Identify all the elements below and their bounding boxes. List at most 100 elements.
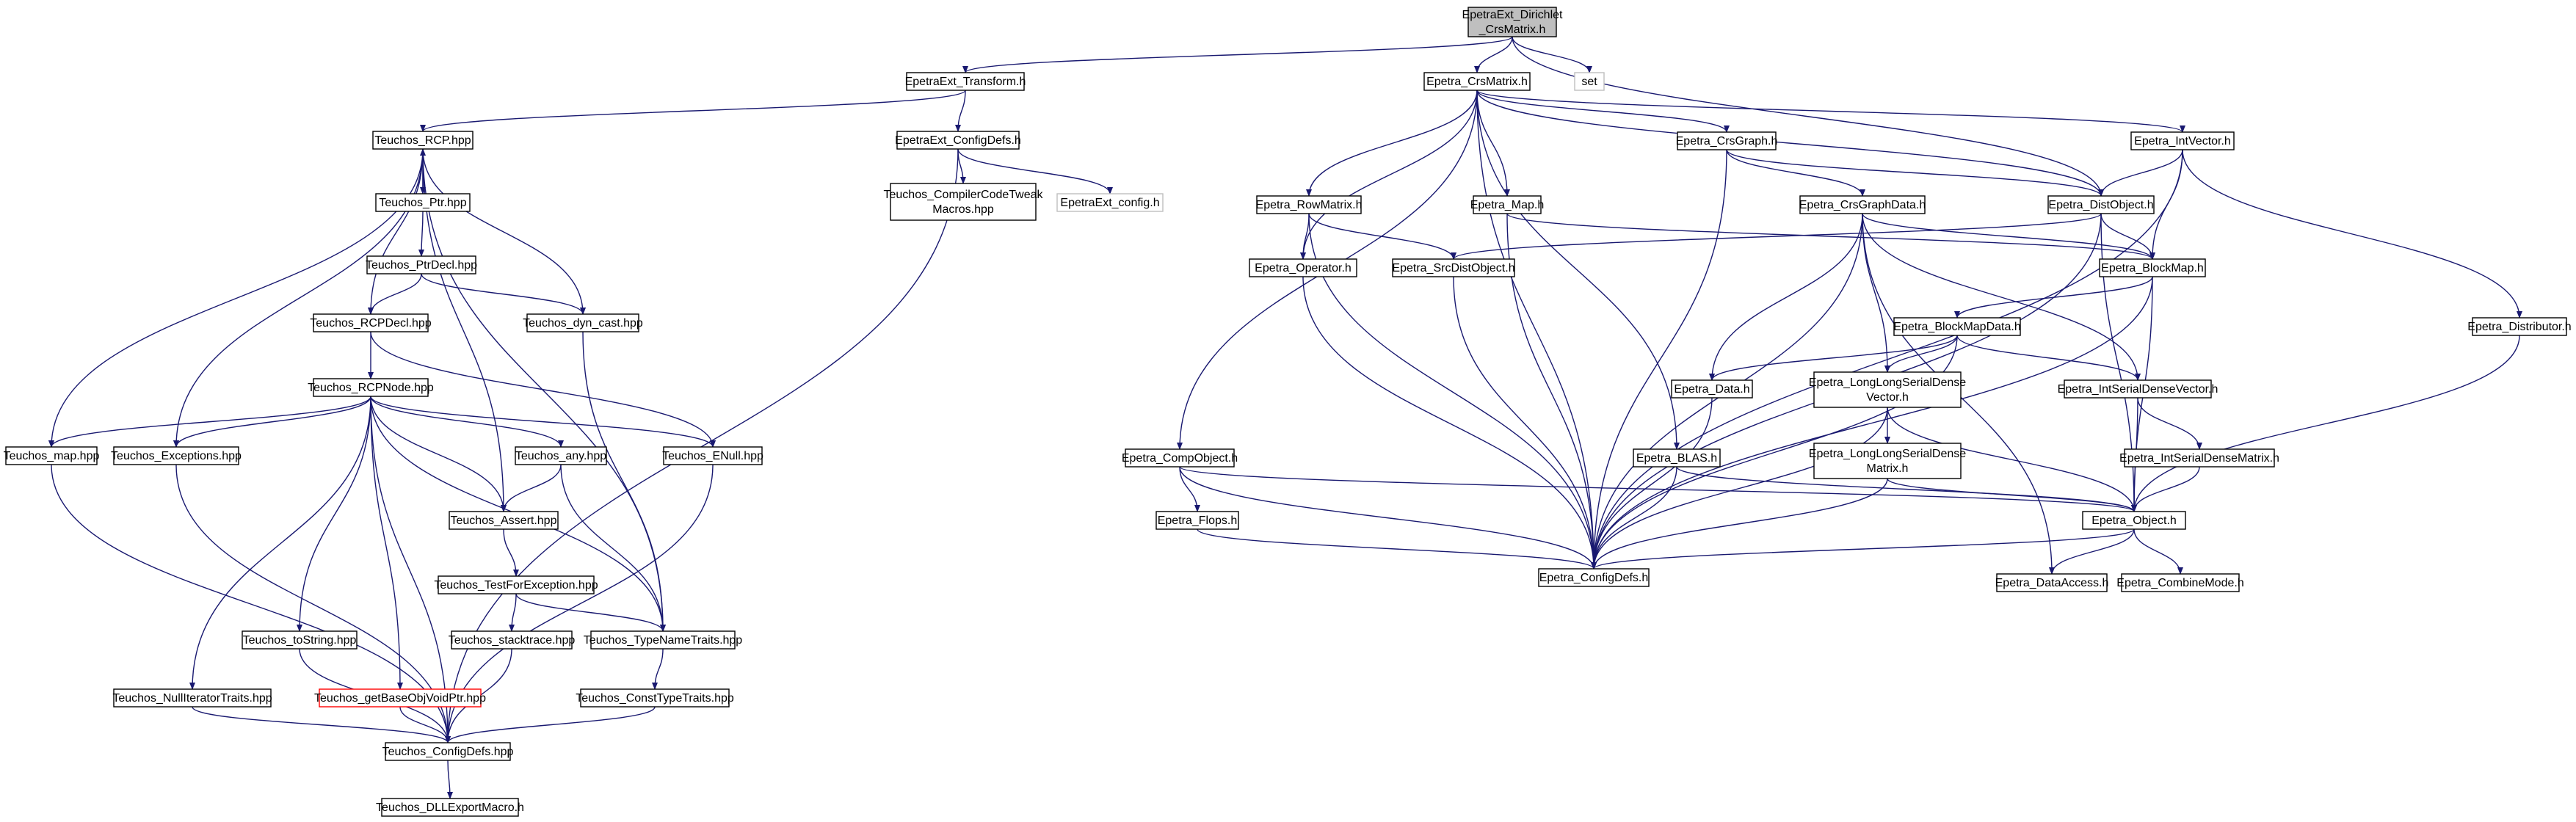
edge-blockmap-to-e_configdefs <box>1591 276 2153 570</box>
graph-node-label: Matrix.h <box>1867 462 1909 475</box>
graph-node-teuchos-ptr-hpp[interactable]: Teuchos_Ptr.hpp <box>375 193 471 212</box>
graph-node-label: Epetra_BLAS.h <box>1636 452 1717 465</box>
graph-node-box <box>372 131 474 150</box>
graph-node-epetra-map-h[interactable]: Epetra_Map.h <box>1470 195 1545 214</box>
edge-ptr-to-ptrdecl <box>418 211 425 257</box>
graph-node-epetra-blockmapdata-h[interactable]: Epetra_BlockMapData.h <box>1893 317 2021 336</box>
nodes-layer: EpetraExt_Dirichlet_CrsMatrix.hEpetraExt… <box>4 7 2572 817</box>
graph-node-label: Teuchos_toString.hpp <box>243 634 357 647</box>
graph-node-box <box>580 688 730 708</box>
graph-node-box <box>242 630 358 650</box>
graph-node-box <box>890 183 1037 221</box>
graph-node-epetra-intserialdensematrix-h[interactable]: Epetra_IntSerialDenseMatrix.h <box>2119 448 2279 468</box>
graph-node-box <box>438 575 595 594</box>
graph-node-epetra-dataaccess-h[interactable]: Epetra_DataAccess.h <box>1995 573 2109 592</box>
graph-node-teuchos-assert-hpp[interactable]: Teuchos_Assert.hpp <box>449 511 559 530</box>
graph-node-teuchos-configdefs-hpp[interactable]: Teuchos_ConfigDefs.hpp <box>382 742 514 761</box>
graph-node-epetra-distobject-h[interactable]: Epetra_DistObject.h <box>2047 195 2155 214</box>
graph-node-teuchos-exceptions-hpp[interactable]: Teuchos_Exceptions.hpp <box>111 446 242 465</box>
graph-node-epetra-configdefs-h[interactable]: Epetra_ConfigDefs.h <box>1538 568 1650 587</box>
graph-node-epetraext-configdefs-h[interactable]: EpetraExt_ConfigDefs.h <box>895 131 1021 150</box>
edge-crsmatrix-to-blas <box>1476 90 1680 450</box>
graph-node-teuchos-rcpdecl-hpp[interactable]: Teuchos_RCPDecl.hpp <box>310 313 432 332</box>
graph-node-box <box>313 313 429 332</box>
edge-testforexc-to-typenametraits <box>515 593 666 632</box>
graph-node-label: Epetra_LongLongSerialDense <box>1809 448 1966 460</box>
graph-node-teuchos-rcpnode-hpp[interactable]: Teuchos_RCPNode.hpp <box>308 378 434 397</box>
graph-node-box <box>366 255 476 274</box>
graph-node-label: Epetra_CompObject.h <box>1122 452 1238 465</box>
graph-node-epetra-compobject-h[interactable]: Epetra_CompObject.h <box>1122 448 1238 468</box>
graph-node-label: Epetra_Data.h <box>1674 383 1749 396</box>
graph-node-epetra-crsmatrix-h[interactable]: Epetra_CrsMatrix.h <box>1423 72 1531 91</box>
graph-node-label: Epetra_DistObject.h <box>2048 199 2153 211</box>
graph-node-label: Epetra_CrsMatrix.h <box>1426 76 1528 88</box>
graph-node-box <box>1799 195 1926 214</box>
graph-node-label: EpetraExt_config.h <box>1060 197 1159 209</box>
graph-node-label: Teuchos_stacktrace.hpp <box>449 634 576 647</box>
graph-node-epetra-blas-h[interactable]: Epetra_BLAS.h <box>1633 448 1721 468</box>
graph-node-epetra-rowmatrix-h[interactable]: Epetra_RowMatrix.h <box>1256 195 1363 214</box>
graph-node-box <box>515 446 607 465</box>
graph-node-teuchos-tostring-hpp[interactable]: Teuchos_toString.hpp <box>242 630 358 650</box>
graph-node-label: Teuchos_Assert.hpp <box>451 514 557 527</box>
edge-crsgraphdata-to-data <box>1709 213 1863 381</box>
graph-node-label: Teuchos_DLLExportMacro.h <box>376 801 524 814</box>
graph-node-epetra-srcdistobject-h[interactable]: Epetra_SrcDistObject.h <box>1392 258 1515 277</box>
edge-map_h-to-blockmap <box>1506 213 2155 260</box>
graph-node-teuchos-getbaseobjvoidptr-hpp[interactable]: Teuchos_getBaseObjVoidPtr.hpp <box>314 688 486 708</box>
graph-node-teuchos-testforexception-hpp[interactable]: Teuchos_TestForException.hpp <box>434 575 598 594</box>
graph-node-epetra-combinemode-h[interactable]: Epetra_CombineMode.h <box>2116 573 2244 592</box>
graph-node-epetra-distributor-h[interactable]: Epetra_Distributor.h <box>2467 317 2572 336</box>
graph-node-teuchos-nulliteratortraits-hpp[interactable]: Teuchos_NullIteratorTraits.hpp <box>112 688 272 708</box>
graph-node-epetra-object-h[interactable]: Epetra_Object.h <box>2082 511 2186 530</box>
graph-node-epetra-crsgraph-h[interactable]: Epetra_CrsGraph.h <box>1676 131 1778 150</box>
graph-node-box <box>1813 371 1962 408</box>
graph-node-teuchos-ptrdecl-hpp[interactable]: Teuchos_PtrDecl.hpp <box>366 255 477 274</box>
graph-node-teuchos-map-hpp[interactable]: Teuchos_map.hpp <box>4 446 100 465</box>
graph-node-label: set <box>1581 76 1597 88</box>
edge-any-to-typenametraits <box>560 464 666 632</box>
graph-node-teuchos-rcp-hpp[interactable]: Teuchos_RCP.hpp <box>372 131 474 150</box>
graph-node-epetra-blockmap-h[interactable]: Epetra_BlockMap.h <box>2099 258 2206 277</box>
graph-node-teuchos-any-hpp[interactable]: Teuchos_any.hpp <box>515 446 607 465</box>
edge-root-to-crsmatrix <box>1474 36 1513 73</box>
graph-node-epetra-crsgraphdata-h[interactable]: Epetra_CrsGraphData.h <box>1799 195 1926 214</box>
graph-node-teuchos-enull-hpp[interactable]: Teuchos_ENull.hpp <box>662 446 763 465</box>
graph-node-label: Epetra_LongLongSerialDense <box>1809 377 1966 389</box>
graph-node-box <box>1671 379 1753 399</box>
edge-rcpnode-to-tostring <box>297 396 371 632</box>
graph-node-teuchos-stacktrace-hpp[interactable]: Teuchos_stacktrace.hpp <box>449 630 576 650</box>
graph-node-epetraext-config-h[interactable]: EpetraExt_config.h <box>1056 193 1164 212</box>
graph-node-box <box>1677 131 1777 150</box>
graph-node-epetra-intserialdensevector-h[interactable]: Epetra_IntSerialDenseVector.h <box>2058 379 2218 399</box>
graph-node-label: Teuchos_RCPNode.hpp <box>308 382 434 394</box>
graph-node-epetra-data-h[interactable]: Epetra_Data.h <box>1671 379 1753 399</box>
graph-node-set[interactable]: set <box>1574 72 1605 91</box>
graph-node-label: Teuchos_ConfigDefs.hpp <box>382 746 514 758</box>
graph-node-label: Teuchos_NullIteratorTraits.hpp <box>112 692 272 705</box>
edge-rcp-to-rcpdecl <box>368 148 424 315</box>
graph-node-epetra-operator-h[interactable]: Epetra_Operator.h <box>1249 258 1357 277</box>
graph-node-epetra-flops-h[interactable]: Epetra_Flops.h <box>1155 511 1239 530</box>
edge-object-to-combinemode <box>2133 528 2183 575</box>
graph-node-teuchos-consttypetraits-hpp[interactable]: Teuchos_ConstTypeTraits.hpp <box>576 688 734 708</box>
graph-node-teuchos-typenametraits-hpp[interactable]: Teuchos_TypeNameTraits.hpp <box>584 630 743 650</box>
graph-node-epetraext-transform-h[interactable]: EpetraExt_Transform.h <box>905 72 1026 91</box>
edge-rowmatrix-to-srcdist <box>1308 213 1456 260</box>
graph-node-label: Teuchos_TestForException.hpp <box>434 579 598 592</box>
graph-node-box <box>2124 448 2275 468</box>
graph-node-box <box>2121 573 2240 592</box>
graph-node-teuchos-dyn-cast-hpp[interactable]: Teuchos_dyn_cast.hpp <box>523 313 643 332</box>
graph-node-teuchos-dllexportmacro-h[interactable]: Teuchos_DLLExportMacro.h <box>376 798 524 817</box>
edge-assert-to-testforexc <box>503 528 519 577</box>
graph-node-box <box>1056 193 1164 212</box>
graph-node-label: Teuchos_dyn_cast.hpp <box>523 317 643 330</box>
graph-node-epetra-intvector-h[interactable]: Epetra_IntVector.h <box>2130 131 2235 150</box>
edge-root-to-distobject <box>1512 36 2104 197</box>
edge-compobject-to-e_configdefs <box>1179 466 1597 570</box>
graph-node-epetraext-dirichlet-crsmatrix-h[interactable]: EpetraExt_Dirichlet_CrsMatrix.h <box>1462 7 1564 37</box>
